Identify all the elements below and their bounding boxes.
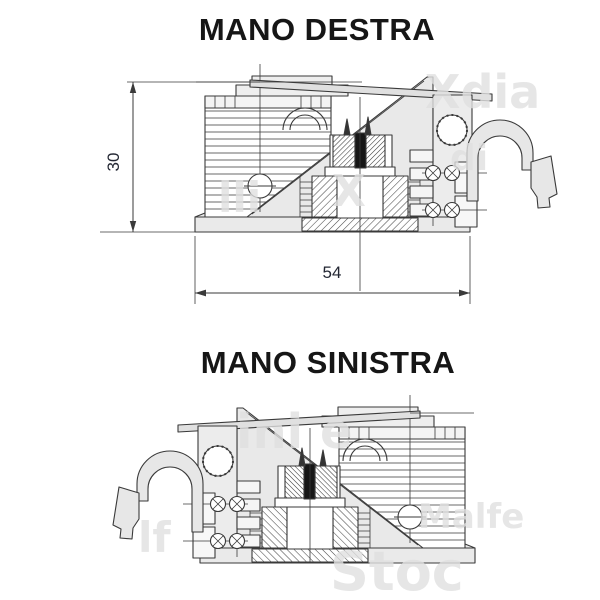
arrow-left <box>195 289 206 297</box>
dimensions-destra: 30 54 <box>100 81 471 304</box>
watermark-fragment: lli <box>218 173 261 222</box>
arrow-right <box>459 289 470 297</box>
watermark-fragment: e <box>320 404 353 460</box>
drawing-title-sinistra: MANO SINISTRA <box>201 345 456 380</box>
dimension-label-width: 54 <box>323 263 342 282</box>
dimension-label-height: 30 <box>104 153 123 172</box>
dimension-height-30: 30 <box>100 81 362 233</box>
watermark: Xdia di lli X ini e lf Malfe Stoc <box>138 65 540 600</box>
watermark-fragment: Stoc <box>330 540 464 600</box>
dimension-width-54: 54 <box>194 232 471 304</box>
drawing-title-destra: MANO DESTRA <box>199 12 435 47</box>
watermark-fragment: Malfe <box>418 497 524 537</box>
watermark-fragment: Xdia <box>425 65 540 119</box>
watermark-fragment: X <box>332 166 366 217</box>
watermark-fragment: lf <box>138 513 171 562</box>
watermark-fragment: di <box>450 138 488 179</box>
arrow-up <box>129 82 137 93</box>
watermark-fragment: ini <box>236 404 303 460</box>
arrow-down <box>129 221 137 232</box>
